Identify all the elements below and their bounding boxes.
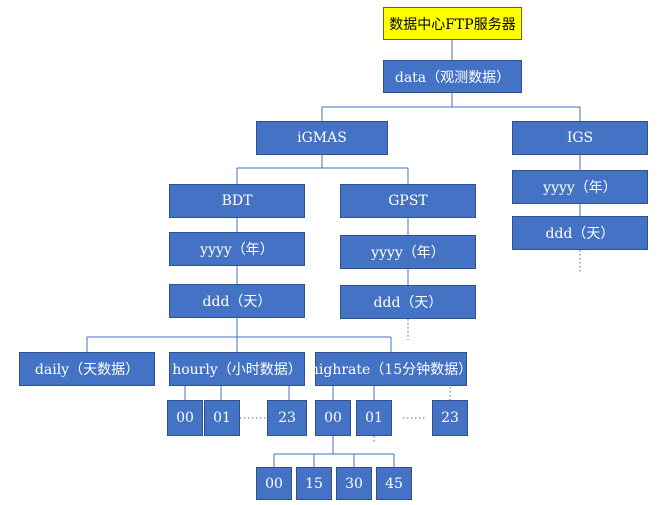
bdt-day-node: ddd（天） — [169, 284, 305, 318]
igs-folder-node: IGS — [512, 121, 648, 155]
ftp-server-node: 数据中心FTP服务器 — [383, 7, 522, 40]
minute-15-node: 15 — [296, 467, 332, 500]
minute-45-node: 45 — [376, 467, 412, 500]
highrate-23-node: 23 — [432, 400, 468, 436]
minute-00-node: 00 — [256, 467, 292, 500]
igs-day-node: ddd（天） — [512, 216, 648, 250]
highrate-00-node: 00 — [315, 400, 351, 436]
hourly-00-node: 00 — [167, 400, 203, 436]
gpst-year-node: yyyy（年） — [340, 235, 476, 269]
highrate-folder-node: highrate（15分钟数据） — [310, 352, 472, 386]
bdt-folder-node: BDT — [169, 184, 305, 218]
bdt-year-node: yyyy（年） — [169, 232, 305, 266]
minute-30-node: 30 — [336, 467, 372, 500]
igmas-folder-node: iGMAS — [256, 121, 388, 155]
hourly-01-node: 01 — [204, 400, 240, 436]
hourly-folder-node: hourly（小时数据） — [169, 352, 305, 386]
hourly-23-node: 23 — [267, 400, 307, 436]
igs-year-node: yyyy（年） — [512, 170, 648, 204]
daily-folder-node: daily（天数据） — [19, 352, 155, 386]
highrate-01-node: 01 — [356, 400, 392, 436]
gpst-folder-node: GPST — [340, 184, 476, 218]
gpst-day-node: ddd（天） — [340, 285, 476, 319]
data-folder-node: data（观测数据） — [383, 60, 522, 93]
